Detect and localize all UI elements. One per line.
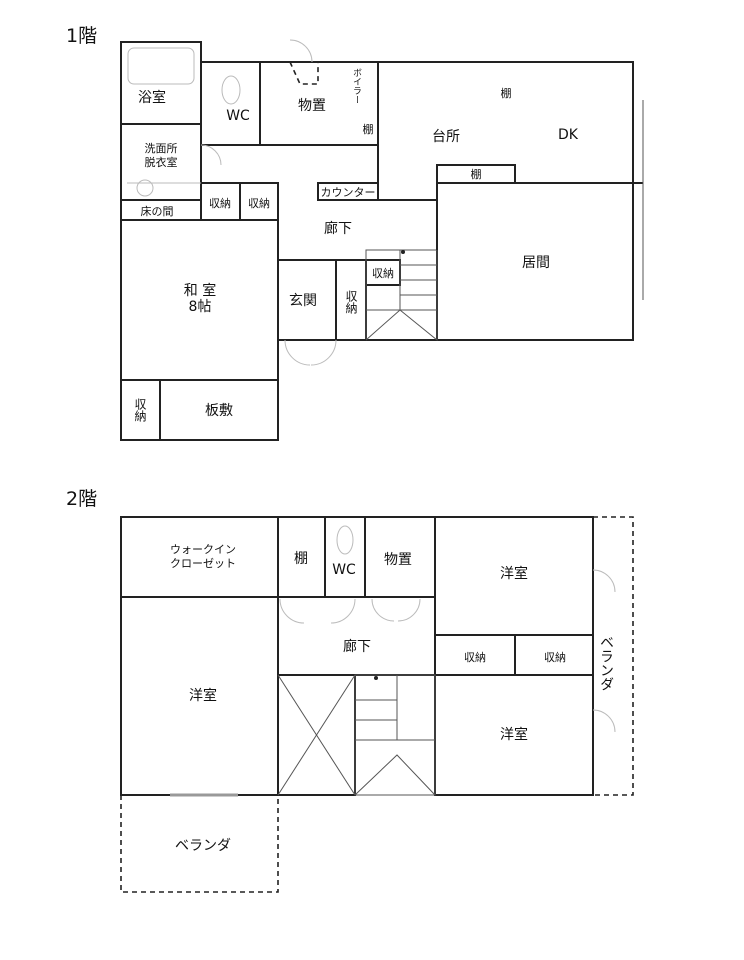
floor2-stairs <box>354 675 436 796</box>
room-bath: 浴室 <box>138 89 166 106</box>
floor2-labels: ウォークイン クローゼット 棚 WC 物置 洋室 廊下 収納 収納 ベランダ 洋… <box>170 543 614 854</box>
room-boiler: ボイラー <box>351 68 362 104</box>
floor1-labels: 浴室 WC 物置 ボイラー 棚 棚 台所 DK 棚 洗面所 脱衣室 床の間 収納… <box>133 68 579 422</box>
floor2-title: 2階 <box>66 488 97 510</box>
room-japanese-line2: 8帖 <box>189 299 212 315</box>
room-wood-floor: 板敷 <box>205 403 233 419</box>
floor2-walls <box>120 516 634 893</box>
walkin-closet-line2: クローゼット <box>170 557 236 570</box>
counter: カウンター <box>321 186 376 199</box>
shelf: 棚 <box>294 551 308 567</box>
room-washroom-line2: 脱衣室 <box>145 155 178 169</box>
room-western-se: 洋室 <box>500 726 528 743</box>
closet-c: 収納 <box>344 290 358 314</box>
room-tokonoma: 床の間 <box>141 204 174 218</box>
room-japanese-line1: 和 室 <box>184 282 216 299</box>
walkin-closet-line1: ウォークイン <box>170 543 236 556</box>
veranda-right: ベランダ <box>598 635 614 691</box>
room-dk: DK <box>558 127 579 143</box>
floor1-stairs <box>365 250 438 341</box>
room-living: 居間 <box>522 255 550 271</box>
closet-e: 収納 <box>133 398 147 422</box>
room-kitchen: 台所 <box>432 129 460 145</box>
room-hallway: 廊下 <box>343 638 371 655</box>
closet-b: 収納 <box>544 651 566 664</box>
closet-b: 収納 <box>248 197 270 210</box>
room-western-ne: 洋室 <box>500 565 528 582</box>
room-hallway: 廊下 <box>324 220 352 237</box>
closet-a: 収納 <box>464 651 486 664</box>
room-wc: WC <box>332 562 356 578</box>
room-western-w: 洋室 <box>189 687 217 704</box>
room-storage: 物置 <box>298 98 326 114</box>
shelf-dk: 棚 <box>471 167 482 181</box>
room-washroom-line1: 洗面所 <box>145 142 178 155</box>
floor1-fixtures <box>127 39 337 366</box>
floor1-walls <box>120 41 644 441</box>
shelf-dk-top: 棚 <box>501 86 512 100</box>
floor1-title: 1階 <box>66 25 97 47</box>
veranda-bottom: ベランダ <box>175 838 231 854</box>
room-storage: 物置 <box>384 552 412 568</box>
shelf-storage: 棚 <box>363 122 374 136</box>
floor2-fixtures <box>170 525 616 797</box>
closet-a: 収納 <box>209 197 231 210</box>
room-entrance: 玄関 <box>289 292 317 309</box>
room-wc: WC <box>226 108 250 124</box>
closet-d: 収納 <box>372 267 394 280</box>
